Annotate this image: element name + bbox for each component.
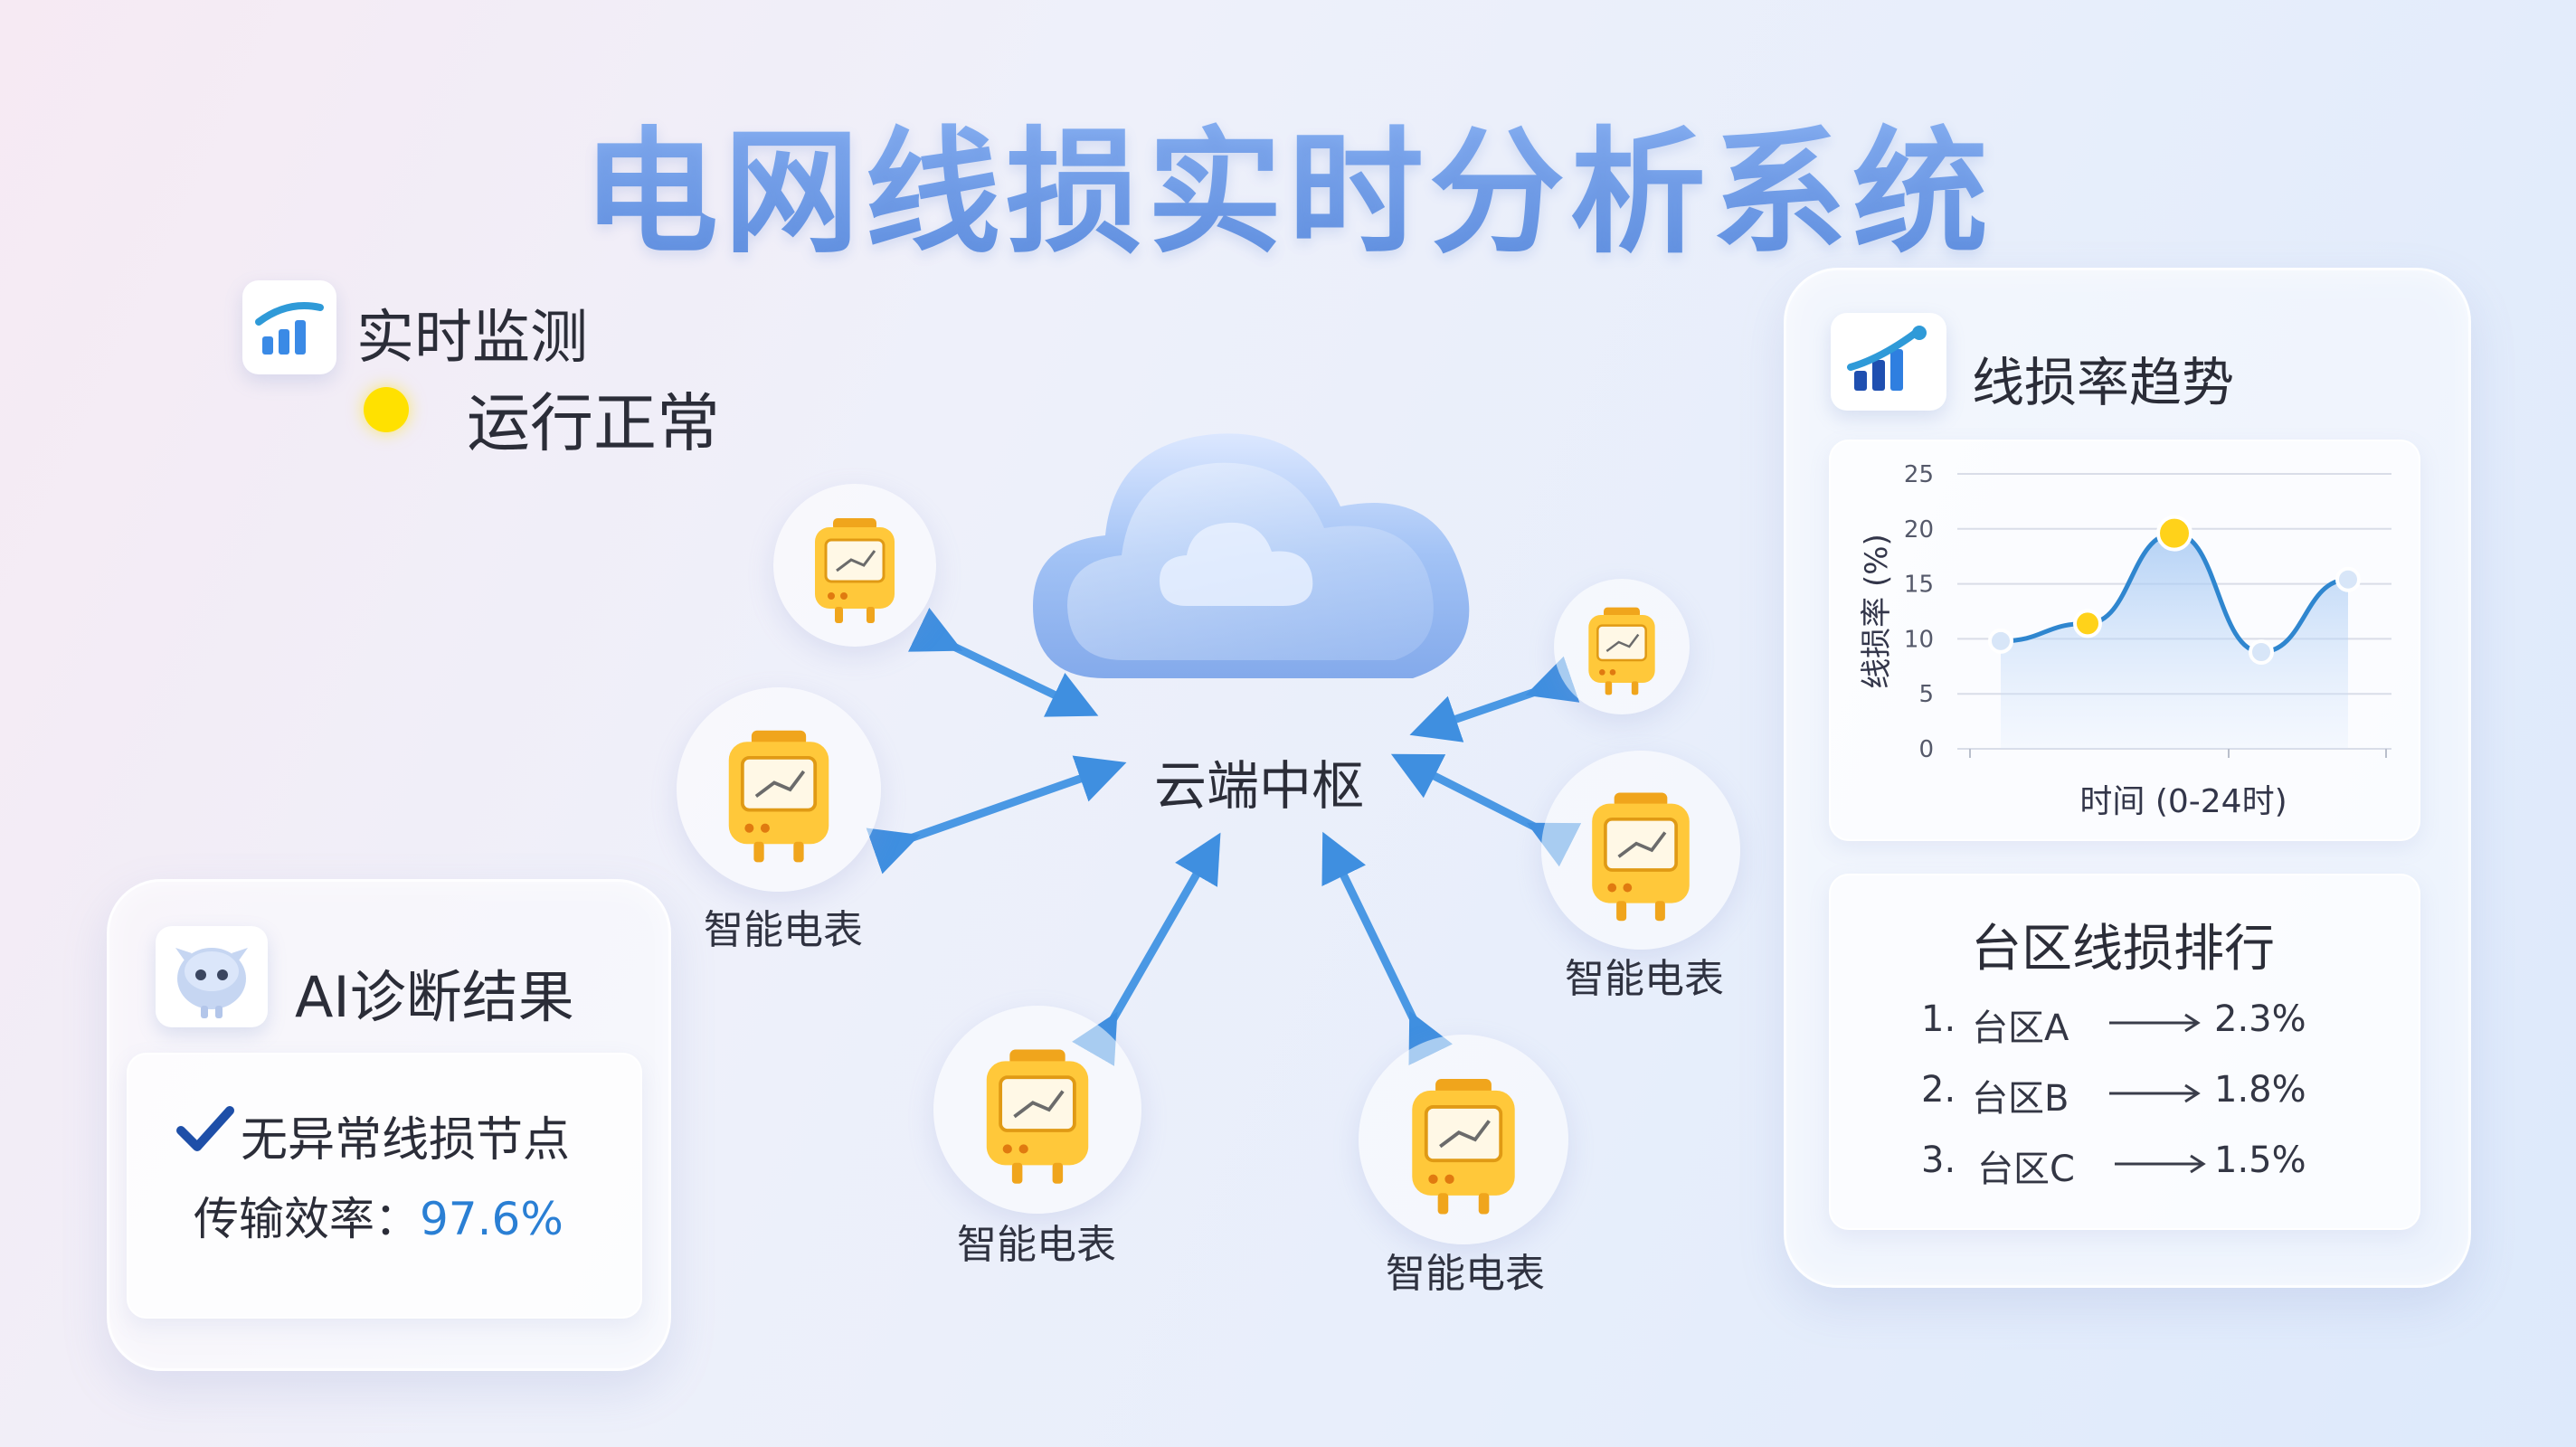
- meter-node-5[interactable]: [933, 1006, 1141, 1214]
- ranking-card: [1829, 874, 2420, 1230]
- rank-value: 1.5%: [2214, 1140, 2306, 1181]
- data-point: [1988, 628, 2013, 654]
- rank-value: 1.8%: [2214, 1069, 2306, 1111]
- meter-node-6[interactable]: [1359, 1035, 1568, 1244]
- smart-meter-icon: [1588, 607, 1655, 695]
- rank-name: 台区A: [1972, 1007, 2069, 1049]
- trend-icon-tile: [1831, 313, 1946, 411]
- trend-chart: 0 5 10 15 20 25 时间 (0-24时) 线损率 (%): [1859, 461, 2391, 820]
- rank-index: 2.: [1921, 1069, 1956, 1111]
- smart-meter-icon: [986, 1049, 1089, 1184]
- page-title: 电网线损实时分析系统: [0, 83, 2576, 279]
- rank-arrow-icon: [2115, 1154, 2206, 1174]
- meter-label-2: 智能电表: [704, 907, 863, 953]
- monitor-icon-tile: [242, 280, 336, 374]
- meter-node-2[interactable]: [677, 687, 881, 892]
- y-tick-label: 20: [1904, 516, 1934, 544]
- ranking-row-3: 3.: [1921, 1140, 1956, 1181]
- status-text: 运行正常: [467, 386, 720, 460]
- link-meter-6: [1409, 656, 1580, 742]
- meter-label-6: 智能电表: [1386, 1251, 1545, 1297]
- meter-node-4[interactable]: [1541, 751, 1740, 950]
- link-meter-5: [1390, 753, 1582, 867]
- meter-label-4: 智能电表: [1565, 956, 1724, 1002]
- link-meter-2: [866, 755, 1127, 875]
- ai-check-text: 无异常线损节点: [241, 1113, 571, 1168]
- smart-meter-icon: [1592, 792, 1690, 922]
- link-meter-1: [907, 607, 1099, 717]
- x-axis-label: 时间 (0-24时): [2079, 783, 2287, 820]
- ai-avatar-tile: [156, 926, 268, 1027]
- rank-arrow-icon: [2109, 1083, 2201, 1103]
- rank-index: 1.: [1921, 998, 1956, 1040]
- ranking-row-1: 1.: [1921, 998, 1956, 1040]
- meter-node-3[interactable]: [1554, 579, 1690, 714]
- smart-meter-icon: [815, 518, 895, 623]
- cloud-icon: [1033, 433, 1470, 678]
- efficiency-label: 传输效率：: [194, 1193, 420, 1245]
- ai-efficiency: 传输效率：97.6%: [194, 1183, 564, 1248]
- y-tick-label: 10: [1904, 626, 1934, 653]
- monitor-label: 实时监测: [356, 305, 588, 372]
- rank-value: 2.3%: [2214, 998, 2306, 1040]
- ai-result-card: [127, 1053, 642, 1319]
- meter-node-1[interactable]: [773, 484, 936, 647]
- hub-label: 云端中枢: [1154, 755, 1365, 817]
- efficiency-value: 97.6%: [420, 1193, 564, 1245]
- y-axis-label: 线损率 (%): [1859, 534, 1895, 689]
- data-point: [2073, 609, 2102, 638]
- ai-title: AI诊断结果: [295, 964, 574, 1030]
- ranking-row-2: 2.: [1921, 1069, 1956, 1111]
- ranking-title: 台区线损排行: [1971, 920, 2275, 979]
- smart-meter-icon: [1412, 1078, 1515, 1215]
- robot-avatar-icon: [175, 948, 248, 1018]
- trend-chart-card: 0 5 10 15 20 25 时间 (0-24时) 线损率 (%): [1829, 440, 2420, 841]
- y-tick-label: 0: [1918, 736, 1934, 763]
- data-point: [2249, 638, 2274, 665]
- y-tick-label: 5: [1918, 681, 1934, 708]
- status-dot: [364, 387, 409, 432]
- check-icon: [176, 1106, 234, 1151]
- link-meter-3: [1072, 832, 1221, 1066]
- meter-label-5: 智能电表: [957, 1222, 1116, 1268]
- y-tick-label: 15: [1904, 572, 1934, 599]
- link-meter-4: [1321, 831, 1454, 1066]
- trend-chart-icon: [1847, 326, 1927, 391]
- data-point: [2156, 515, 2192, 552]
- rank-name: 台区C: [1977, 1149, 2075, 1190]
- series-area: [2001, 533, 2348, 749]
- rank-name: 台区B: [1972, 1078, 2069, 1120]
- signal-chart-icon: [255, 302, 324, 355]
- rank-index: 3.: [1921, 1140, 1956, 1181]
- rank-arrow-icon: [2109, 1013, 2201, 1033]
- y-tick-label: 25: [1904, 461, 1934, 488]
- trend-title: 线损率趋势: [1972, 352, 2235, 413]
- data-point: [2335, 566, 2361, 592]
- smart-meter-icon: [728, 730, 829, 863]
